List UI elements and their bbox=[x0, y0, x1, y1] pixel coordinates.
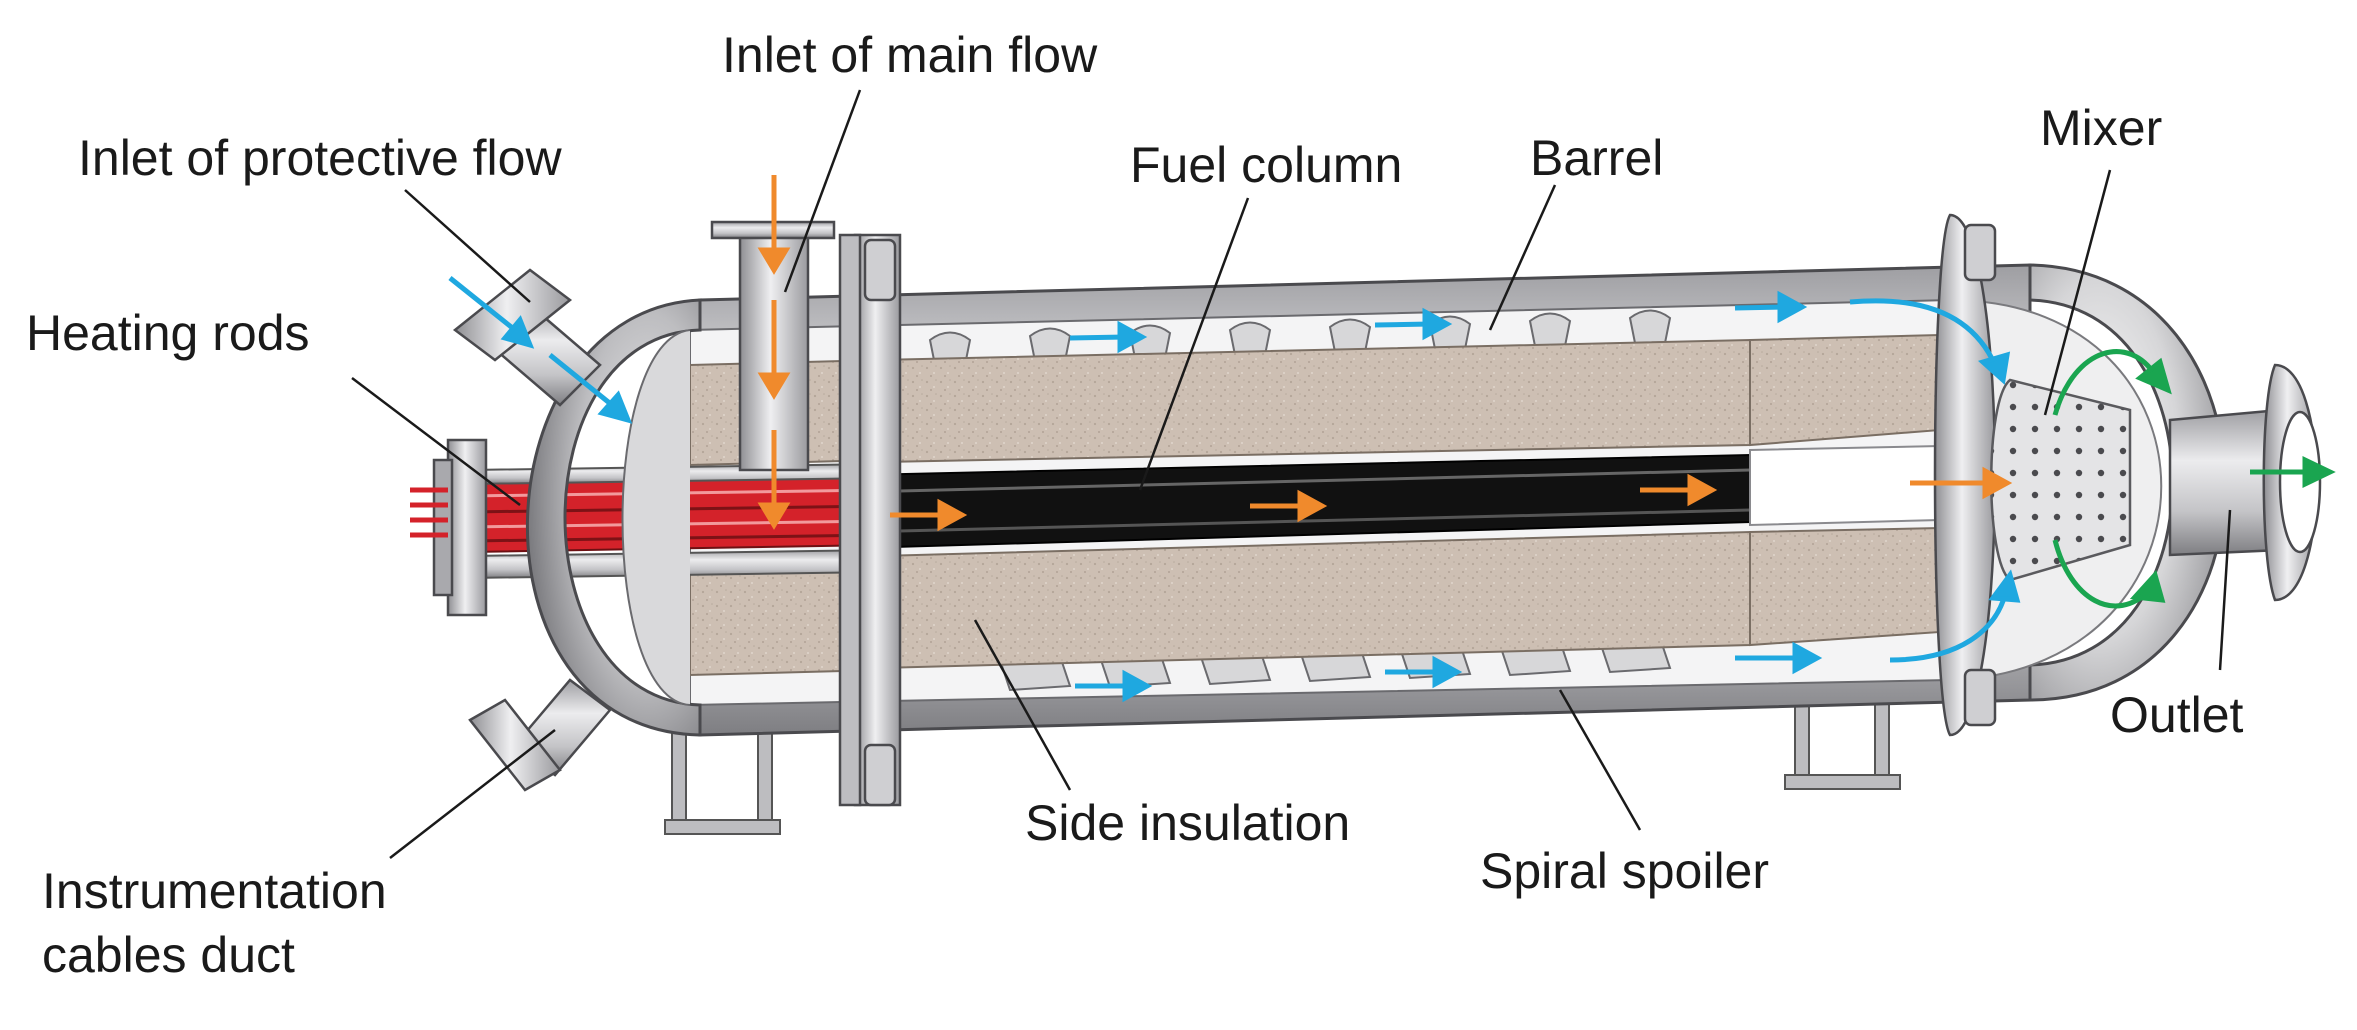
label-inlet-protective-flow: Inlet of protective flow bbox=[78, 130, 562, 186]
label-mixer: Mixer bbox=[2040, 100, 2162, 156]
label-spiral-spoiler: Spiral spoiler bbox=[1480, 843, 1769, 899]
main-flow-arrows bbox=[757, 175, 2013, 532]
left-shell-flange bbox=[838, 233, 902, 807]
outlet-nozzle bbox=[2168, 363, 2322, 602]
label-fuel-column: Fuel column bbox=[1130, 137, 1402, 193]
label-inlet-main-flow: Inlet of main flow bbox=[722, 27, 1098, 83]
heater-body bbox=[410, 213, 2322, 835]
label-cables-duct: cables duct bbox=[42, 927, 295, 983]
left-dome-head bbox=[526, 298, 702, 737]
label-instrumentation: Instrumentation bbox=[42, 863, 387, 919]
instrumentation-duct-nozzle bbox=[468, 678, 612, 792]
label-barrel: Barrel bbox=[1530, 130, 1663, 186]
labels: Inlet of main flow Inlet of protective f… bbox=[26, 27, 2244, 983]
right-shell-flange bbox=[1933, 213, 1997, 737]
label-outlet: Outlet bbox=[2110, 687, 2244, 743]
label-heating-rods: Heating rods bbox=[26, 305, 310, 361]
spiral-spoiler-top bbox=[928, 309, 1672, 366]
right-dome-head bbox=[2028, 263, 2227, 702]
outlet-flow-arrows bbox=[2052, 349, 2336, 609]
side-insulation-blocks bbox=[689, 333, 1941, 677]
left-end-flange bbox=[410, 438, 488, 617]
leader-lines bbox=[351, 89, 2232, 859]
protective-flow-arrows bbox=[448, 276, 2021, 703]
mixer-cone bbox=[1990, 378, 2132, 582]
label-side-insulation: Side insulation bbox=[1025, 795, 1350, 851]
